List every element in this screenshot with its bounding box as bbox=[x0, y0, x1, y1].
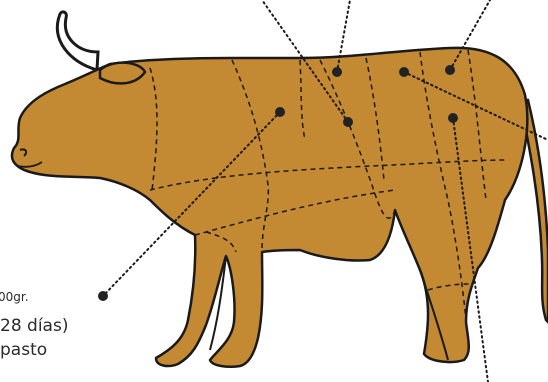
cut-marker-dot[interactable] bbox=[399, 67, 409, 77]
cut-weight-label: 00gr. bbox=[0, 290, 29, 304]
cut-marker-dot[interactable] bbox=[343, 117, 353, 127]
cut-marker-dot[interactable] bbox=[275, 107, 285, 117]
cut-marker-dot[interactable] bbox=[98, 291, 108, 301]
cut-marker-dot[interactable] bbox=[445, 65, 455, 75]
cut-aging-label: 28 días) bbox=[0, 316, 68, 336]
cut-marker-dot[interactable] bbox=[448, 113, 458, 123]
horn-icon bbox=[57, 12, 98, 70]
cut-feed-label: pasto bbox=[0, 340, 47, 360]
bull-body bbox=[12, 48, 527, 367]
cut-marker-dot[interactable] bbox=[332, 67, 342, 77]
